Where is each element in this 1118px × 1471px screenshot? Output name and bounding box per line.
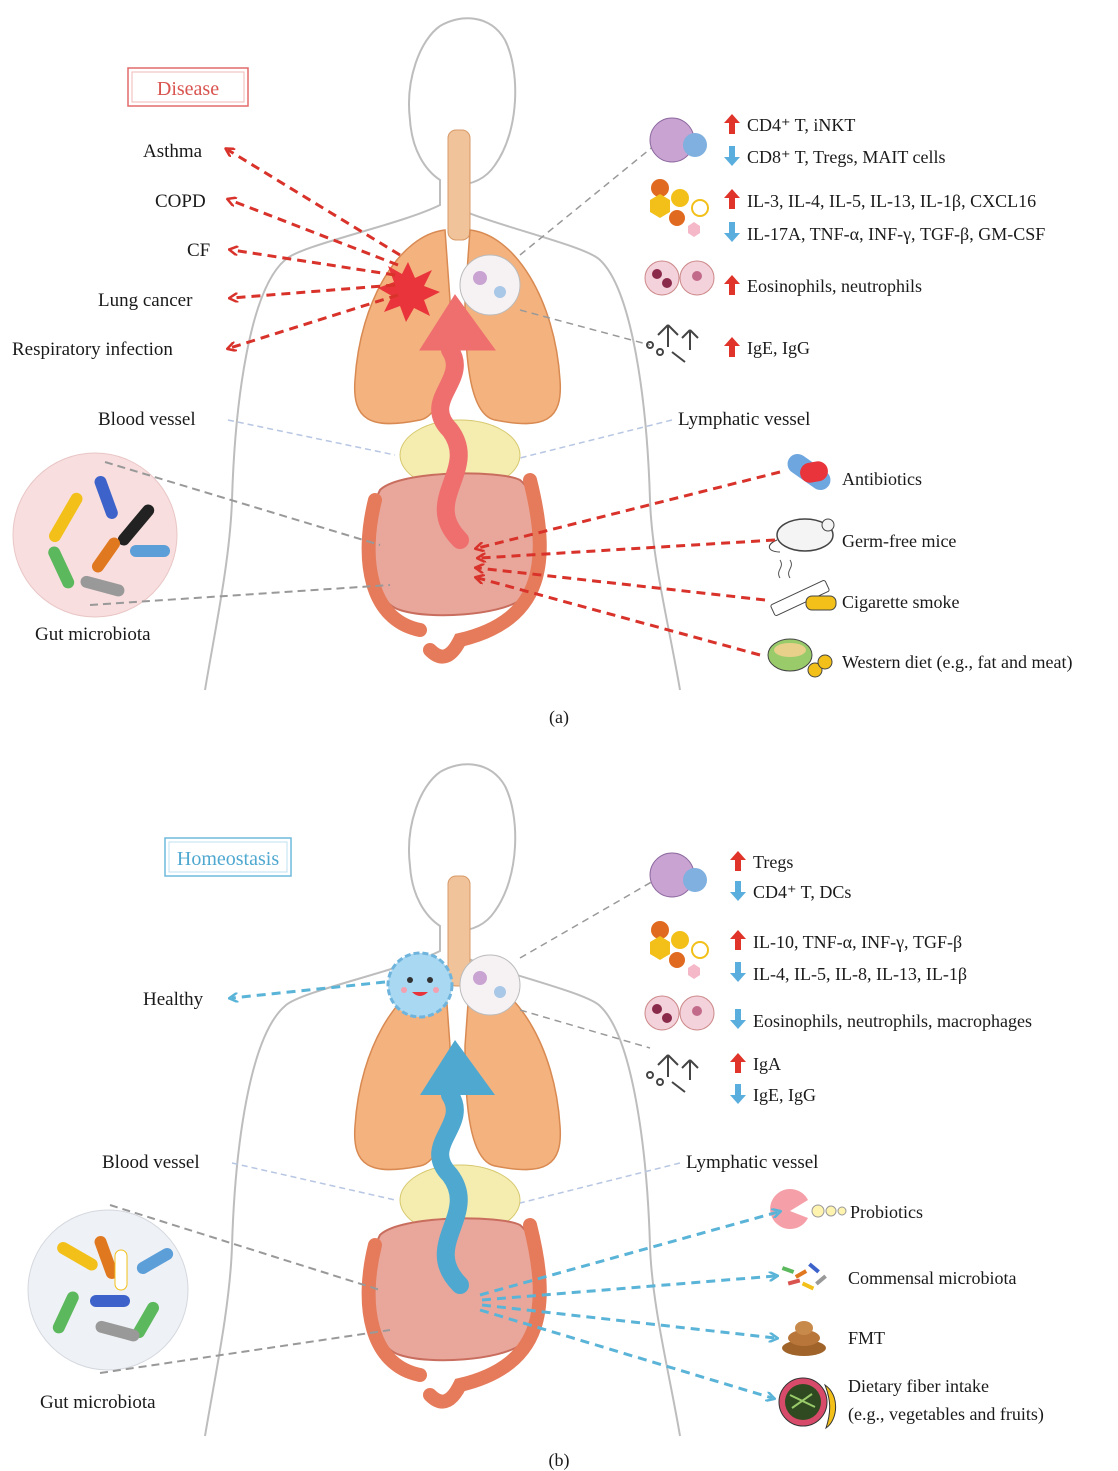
a-cytokines-down: IL-17A, TNF-α, INF-γ, TGF-β, GM-CSF bbox=[747, 224, 1045, 244]
homeostasis-box-label: Homeostasis bbox=[177, 848, 279, 870]
granulocytes-icon-b bbox=[645, 996, 714, 1030]
a-cytokines-up: IL-3, IL-4, IL-5, IL-13, IL-1β, CXCL16 bbox=[747, 191, 1036, 211]
cytokines-icon-b bbox=[650, 921, 708, 979]
factor-commensal-microbiota: Commensal microbiota bbox=[848, 1268, 1016, 1288]
cigarette-icon bbox=[770, 560, 836, 616]
factor-probiotics: Probiotics bbox=[850, 1202, 923, 1222]
dietary-fiber-icon bbox=[779, 1378, 836, 1428]
factor-western-diet: Western diet (e.g., fat and meat) bbox=[842, 652, 1072, 673]
lung-immune-cells-icon-b bbox=[460, 955, 520, 1015]
antibody-icon-b bbox=[647, 1055, 698, 1092]
b-cytokines-down: IL-4, IL-5, IL-8, IL-13, IL-1β bbox=[753, 964, 967, 984]
b-cytokines-up: IL-10, TNF-α, INF-γ, TGF-β bbox=[753, 932, 962, 952]
factor-fmt: FMT bbox=[848, 1328, 885, 1348]
disease-box-label: Disease bbox=[157, 78, 219, 100]
disease-asthma: Asthma bbox=[143, 141, 203, 162]
disease-copd: COPD bbox=[155, 191, 206, 212]
a-cells-down: CD8⁺ T, Tregs, MAIT cells bbox=[747, 147, 946, 167]
factor-dietary-fiber-example: (e.g., vegetables and fruits) bbox=[848, 1404, 1044, 1425]
antibody-icon bbox=[647, 325, 698, 362]
lung-immune-cells-icon bbox=[460, 255, 520, 315]
blood-vessel-label: Blood vessel bbox=[98, 409, 196, 430]
blood-vessel-label-b: Blood vessel bbox=[102, 1152, 200, 1173]
b-antibodies-down: IgE, IgG bbox=[753, 1085, 816, 1105]
healthy-arrow bbox=[232, 982, 385, 998]
a-cells-up: CD4⁺ T, iNKT bbox=[747, 115, 855, 135]
gut-microbiota-label: Gut microbiota bbox=[35, 624, 151, 645]
gut-microbiota-icon-b bbox=[28, 1210, 188, 1370]
caption-b: (b) bbox=[549, 1450, 570, 1471]
gut-microbiota-icon bbox=[13, 453, 177, 617]
trachea bbox=[448, 130, 470, 240]
lymphatic-vessel-label-b: Lymphatic vessel bbox=[686, 1152, 818, 1173]
lymphatic-vessel-label: Lymphatic vessel bbox=[678, 409, 810, 430]
b-granulocytes-down: Eosinophils, neutrophils, macrophages bbox=[753, 1011, 1032, 1031]
antibiotics-icon bbox=[784, 450, 835, 494]
probiotics-icon bbox=[770, 1189, 846, 1229]
b-cells-down: CD4⁺ T, DCs bbox=[753, 882, 851, 902]
factor-germ-free-mice: Germ-free mice bbox=[842, 531, 956, 551]
disease-respiratory-infection: Respiratory infection bbox=[12, 339, 173, 360]
commensal-microbiota-icon bbox=[782, 1263, 827, 1291]
disease-cf: CF bbox=[187, 240, 210, 261]
western-diet-icon bbox=[768, 639, 832, 677]
dendritic-cell-icon-b bbox=[650, 853, 707, 897]
mouse-icon bbox=[769, 519, 834, 552]
healthy-label: Healthy bbox=[143, 989, 204, 1010]
b-antibodies-up: IgA bbox=[753, 1054, 781, 1074]
cytokines-icon bbox=[650, 179, 708, 237]
factor-antibiotics: Antibiotics bbox=[842, 469, 922, 489]
a-granulocytes-up: Eosinophils, neutrophils bbox=[747, 276, 922, 296]
factor-dietary-fiber: Dietary fiber intake bbox=[848, 1376, 989, 1396]
fmt-icon bbox=[782, 1321, 826, 1356]
healthy-face-icon bbox=[388, 953, 452, 1017]
caption-a: (a) bbox=[549, 707, 569, 728]
granulocytes-icon bbox=[645, 261, 714, 295]
b-cells-up: Tregs bbox=[753, 852, 793, 872]
factor-cigarette-smoke: Cigarette smoke bbox=[842, 592, 959, 612]
panel-a: Disease Asthma COPD CF Lung cancer Respi… bbox=[12, 18, 1072, 728]
panel-b: Homeostasis Healthy Blood vessel Lymphat… bbox=[28, 764, 1044, 1471]
disease-lung-cancer: Lung cancer bbox=[98, 290, 193, 311]
a-antibodies-up: IgE, IgG bbox=[747, 338, 810, 358]
dendritic-cell-icon bbox=[650, 118, 707, 162]
gut-microbiota-label-b: Gut microbiota bbox=[40, 1392, 156, 1413]
